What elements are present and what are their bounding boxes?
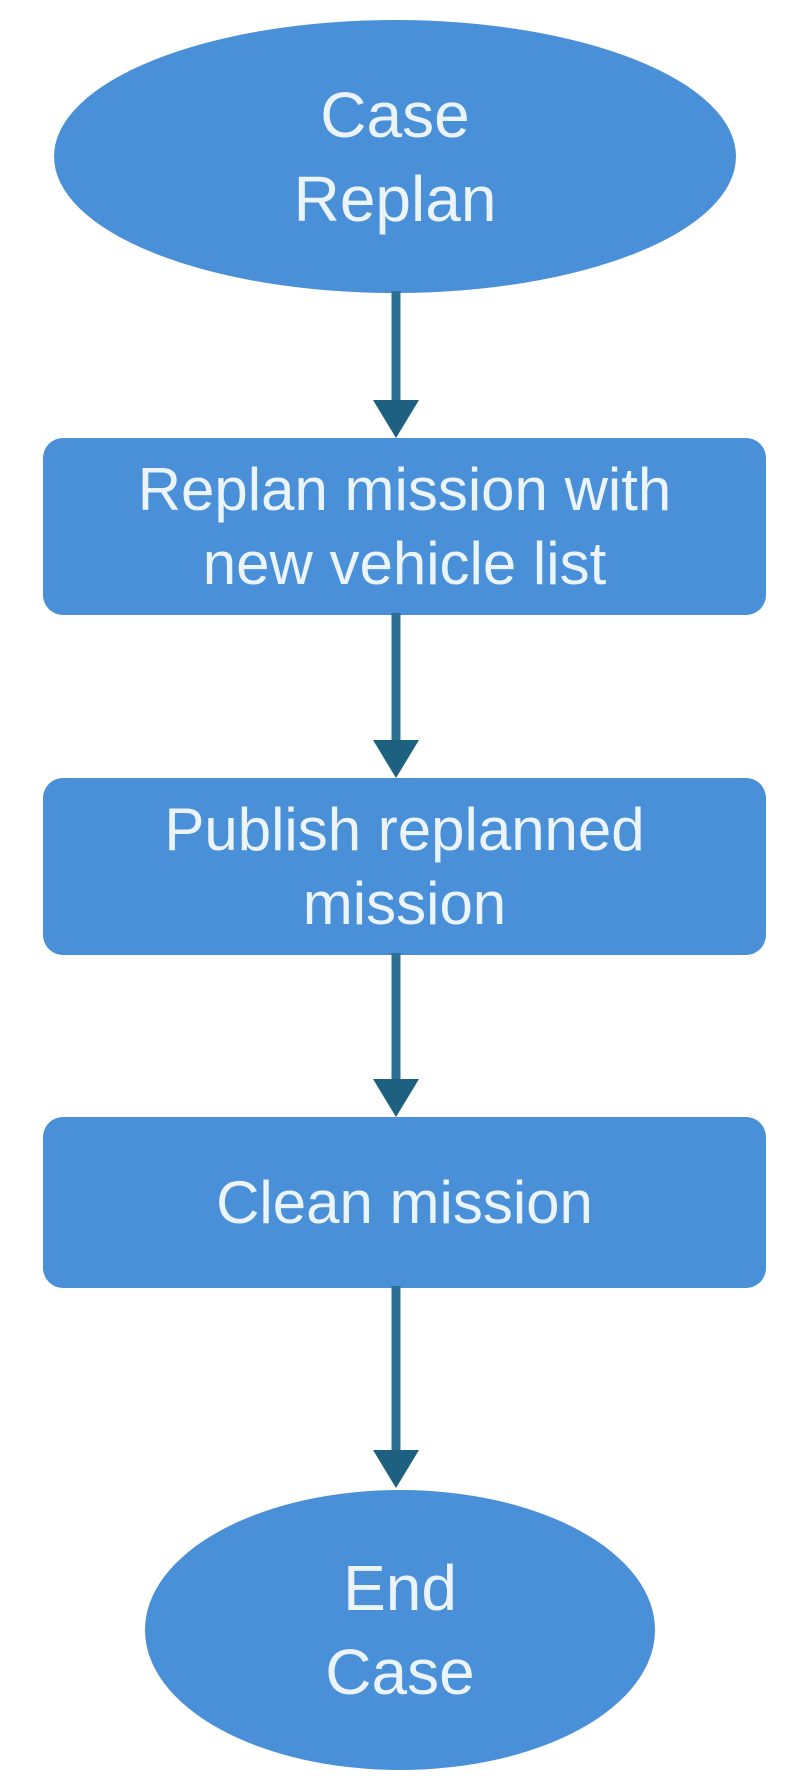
flowchart-node-case-replan: Case Replan [54, 20, 736, 293]
node-text-line: Case [320, 78, 470, 151]
node-text-line: Clean mission [216, 1168, 593, 1236]
flowchart-node-clean-mission: Clean mission [43, 1117, 766, 1288]
arrow-shaft [391, 953, 401, 1083]
flowchart-node-end-case: End Case [145, 1490, 655, 1770]
down-arrow-clean-to-end [373, 1286, 419, 1488]
node-text-line: Publish replanned [164, 795, 645, 863]
arrow-head-icon [373, 1450, 419, 1488]
arrow-shaft [391, 1286, 401, 1454]
node-text-line: Case [325, 1636, 475, 1708]
arrow-head-icon [373, 740, 419, 778]
down-arrow-replan-to-publish [373, 613, 419, 778]
arrow-shaft [391, 291, 401, 404]
down-arrow-start-to-replan [373, 291, 419, 438]
flowchart-node-replan-mission: Replan mission with new vehicle list [43, 438, 766, 615]
node-text-line: Replan mission with [137, 455, 672, 523]
flowchart-node-publish-mission: Publish replanned mission [43, 778, 766, 955]
node-text-line: Replan [293, 162, 497, 235]
arrow-head-icon [373, 400, 419, 438]
node-text-line: mission [302, 869, 507, 937]
down-arrow-publish-to-clean [373, 953, 419, 1117]
node-text-line: new vehicle list [202, 529, 607, 597]
arrow-head-icon [373, 1079, 419, 1117]
node-text-line: End [343, 1552, 457, 1624]
arrow-shaft [391, 613, 401, 744]
